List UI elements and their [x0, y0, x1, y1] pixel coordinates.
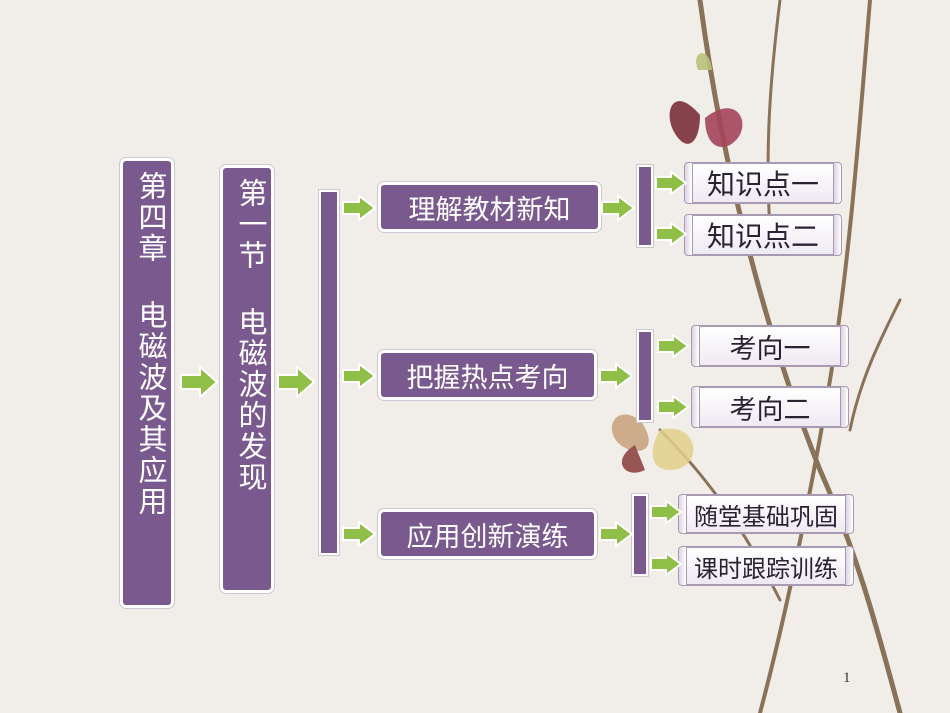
page-number: 1 [843, 670, 851, 686]
section-title: 第一节 电磁波的发现 [234, 178, 268, 493]
section-box: 第一节 电磁波的发现 [220, 165, 274, 593]
leaf-item: 知识点一 [684, 162, 842, 204]
arrow-right-icon [180, 366, 218, 398]
leaf-item: 课时跟踪训练 [678, 546, 854, 586]
arrow-right-icon [650, 500, 682, 524]
twig [848, 298, 902, 432]
topic-box-2: 把握热点考向 [378, 350, 597, 400]
chapter-title: 第四章 电磁波及其应用 [134, 171, 168, 517]
arrow-right-icon [599, 521, 633, 547]
topic-label: 应用创新演练 [406, 521, 569, 553]
arrow-right-icon [655, 171, 687, 195]
leaf-item: 知识点二 [684, 214, 842, 256]
subgroup-bar-3 [632, 494, 648, 576]
arrow-right-icon [342, 521, 376, 547]
topic-box-1: 理解教材新知 [378, 182, 601, 232]
leaf-item: 考向一 [691, 325, 849, 367]
topic-label: 把握热点考向 [406, 362, 569, 394]
arrow-right-icon [342, 195, 376, 221]
butterfly-bottom [611, 414, 694, 473]
arrow-right-icon [657, 334, 689, 358]
arrow-right-icon [599, 363, 633, 389]
chapter-box: 第四章 电磁波及其应用 [120, 158, 174, 608]
butterfly-top [669, 53, 743, 147]
arrow-right-icon [650, 552, 682, 576]
leaf-item: 考向二 [691, 386, 849, 428]
topic-label: 理解教材新知 [408, 194, 571, 226]
arrow-right-icon [601, 195, 635, 221]
arrow-right-icon [655, 222, 687, 246]
subgroup-bar-2 [637, 330, 653, 422]
arrow-right-icon [657, 395, 689, 419]
topic-box-3: 应用创新演练 [378, 509, 597, 559]
arrow-right-icon [342, 363, 376, 389]
subgroup-bar-1 [637, 165, 653, 247]
arrow-right-icon [277, 366, 315, 398]
leaf-item: 随堂基础巩固 [678, 494, 854, 534]
twig [758, 0, 872, 713]
topic-bracket-bar [319, 190, 339, 555]
